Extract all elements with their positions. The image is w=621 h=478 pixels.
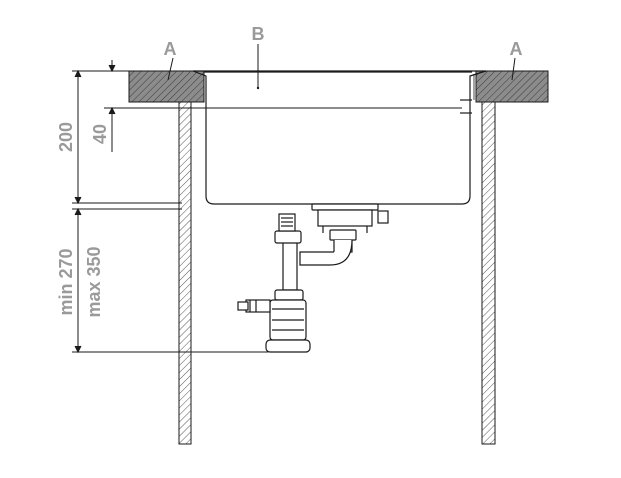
countertop-right: [475, 70, 549, 103]
dimension-40: 40: [90, 124, 110, 144]
cabinet-wall-left: [178, 101, 192, 445]
label-a-left: A: [164, 39, 177, 59]
label-a-right: A: [510, 39, 523, 59]
label-b: B: [252, 24, 265, 44]
cabinet-wall-right: [481, 101, 496, 445]
dimension-max: max 350: [84, 246, 104, 317]
sink-bowl: [192, 70, 487, 205]
siphon-drain: [237, 203, 389, 353]
dimension-200: 200: [56, 122, 76, 152]
label-leaders: [167, 44, 516, 88]
dimension-lines: [72, 60, 462, 354]
countertop-left: [128, 70, 205, 103]
dimension-min: min 270: [56, 248, 76, 315]
